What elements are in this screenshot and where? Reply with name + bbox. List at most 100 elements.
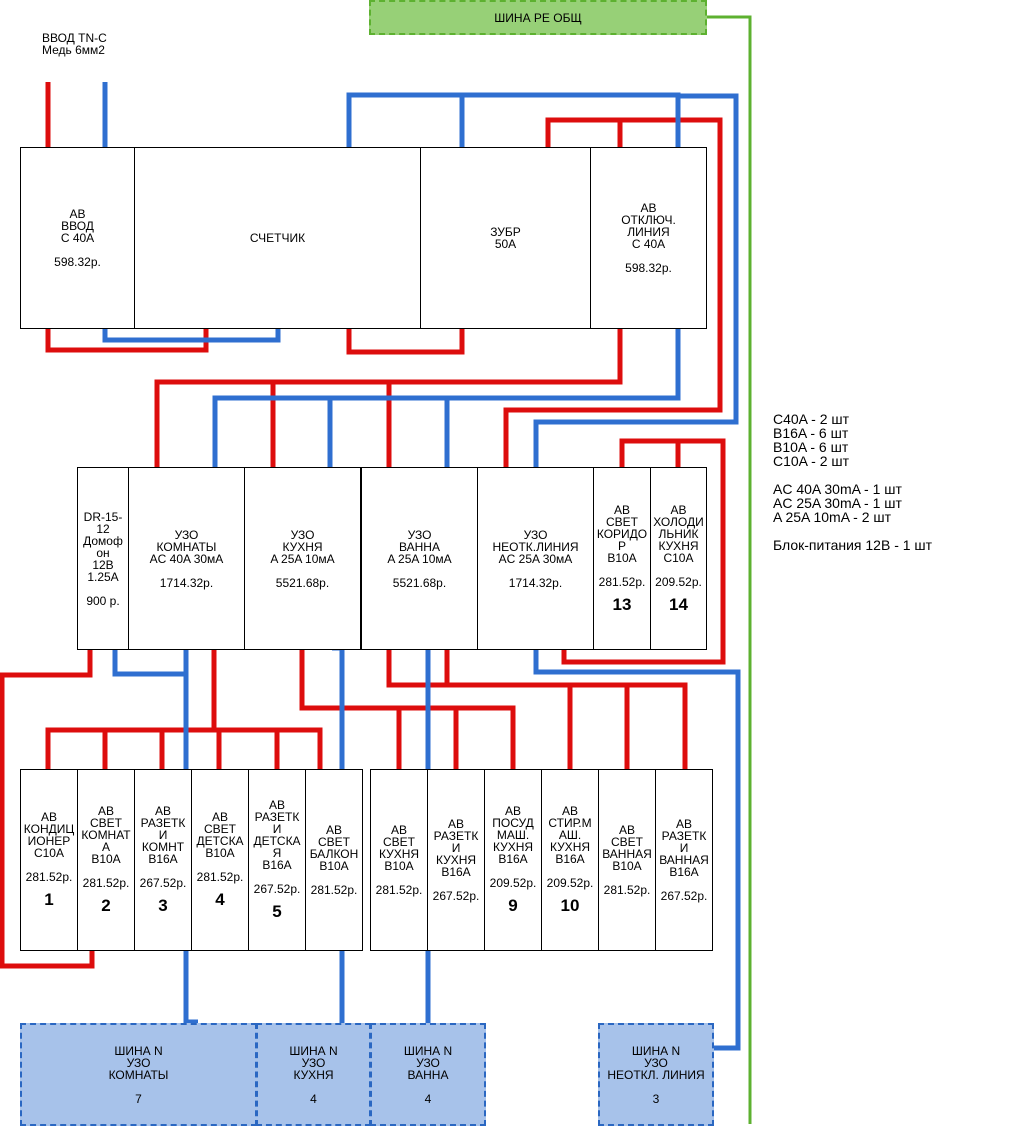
summary-line: AC 25A 30mA - 1 шт (773, 495, 902, 511)
breaker-bath-light[interactable]: АВ СВЕТ ВАННАЯ B10A 281.52р. (598, 769, 656, 951)
breaker-kitchen-sockets[interactable]: АВ РАЗЕТК И КУХНЯ B16A 267.52р. (427, 769, 485, 951)
n-bus-label: ШИНА N УЗО КУХНЯ (289, 1043, 338, 1082)
summary-spacer (773, 468, 932, 482)
rcd-kitchen[interactable]: УЗО КУХНЯ A 25A 10мА 5521.68р. (244, 467, 361, 650)
breaker-price: 281.52р. (196, 870, 244, 884)
breaker-label: АВ СВЕТ КОМНАТ А B10A (81, 804, 131, 866)
breaker-number: 4 (215, 890, 225, 909)
summary-line: A 25A 10mA - 2 шт (773, 509, 892, 525)
breaker-conditioner[interactable]: АВ КОНДИЦ ИОНЕР C10A 281.52р. 1 (20, 769, 78, 951)
n-bus-kitchen[interactable]: ШИНА N УЗО КУХНЯ 4 (256, 1023, 371, 1126)
breaker-label: АВ СВЕТ ВАННАЯ B10A (602, 823, 652, 873)
breaker-price: 281.52р. (375, 883, 423, 897)
breaker-price: 281.52р. (598, 574, 646, 589)
breaker-label: АВ РАЗЕТК И КОМНТ B16A (140, 804, 186, 866)
breaker-number: 14 (669, 594, 688, 614)
summary-line: AC 40A 30mA - 1 шт (773, 481, 902, 497)
breaker-label: АВ ВВОД С 40А (60, 207, 95, 245)
breaker-number: 2 (101, 896, 111, 915)
breaker-number: 13 (612, 594, 632, 614)
rcd-label: УЗО НЕОТК.ЛИНИЯ AC 25A 30мА (492, 527, 579, 566)
breaker-price: 598.32р. (54, 255, 101, 269)
meter-label: СЧЕТЧИК (249, 231, 306, 245)
breaker-price: 267.52р. (432, 889, 480, 903)
breaker-price: 209.52р. (546, 876, 594, 890)
n-bus-count: 3 (652, 1091, 660, 1106)
neutral-wire-disc-loop (533, 93, 739, 468)
summary-line: B10A - 6 шт (773, 439, 849, 455)
power-supply-unit[interactable]: DR-15- 12 Домоф он 12В 1.25А 900 р. (77, 467, 129, 650)
breaker-balcony-light[interactable]: АВ СВЕТ БАЛКОН B10A 281.52р. (305, 769, 363, 951)
breaker-label: АВ СТИР.М АШ. КУХНЯ B16A (548, 804, 592, 866)
rcd-rooms[interactable]: УЗО КОМНАТЫ AC 40A 30мА 1714.32р. (128, 467, 245, 650)
breaker-label: АВ РАЗЕТК И ДЕТСКА Я B16A (253, 798, 301, 872)
neutral-wire-meter-to-zubr (346, 92, 681, 148)
phase-wire-to-corridor-fridge (561, 438, 726, 665)
breaker-kitchen-light[interactable]: АВ СВЕТ КУХНЯ B10A 281.52р. (370, 769, 428, 951)
breaker-price: 209.52р. (655, 574, 702, 589)
psu-label: DR-15- 12 Домоф он 12В 1.25А (83, 509, 123, 584)
rcd-price: 1714.32р. (508, 575, 563, 590)
rcd-neotkl-line[interactable]: УЗО НЕОТК.ЛИНИЯ AC 25A 30мА 1714.32р. (477, 467, 594, 650)
breaker-label: АВ ОТКЛЮЧ. ЛИНИЯ С 40А (621, 201, 676, 251)
breaker-label: АВ СВЕТ КУХНЯ B10A (378, 823, 420, 873)
summary-line: Блок-питания 12В - 1 шт (773, 537, 933, 553)
neutral-wire-ab-to-meter (102, 328, 281, 343)
phase-wire-meter-to-zubr (346, 328, 465, 355)
breaker-price: 281.52р. (82, 876, 130, 890)
rcd-price: 5521.68р. (275, 575, 330, 590)
rcd-label: УЗО КОМНАТЫ AC 40A 30мА (149, 527, 224, 566)
breaker-label: АВ РАЗЕТК И КУХНЯ B16A (433, 817, 479, 879)
breaker-price: 598.32р. (625, 261, 672, 275)
parts-summary: C40A - 2 шт B16A - 6 шт B10A - 6 шт C10A… (773, 412, 932, 552)
breaker-price: 209.52р. (489, 876, 537, 890)
n-bus-neotkl-line[interactable]: ШИНА N УЗО НЕОТКЛ. ЛИНИЯ 3 (598, 1023, 714, 1126)
breaker-child-light[interactable]: АВ СВЕТ ДЕТСКА B10A 281.52р. 4 (191, 769, 249, 951)
n-bus-rooms[interactable]: ШИНА N УЗО КОМНАТЫ 7 (20, 1023, 257, 1126)
summary-line: C10A - 2 шт (773, 453, 850, 469)
input-note-line2: Медь 6мм2 (42, 43, 105, 57)
electric-meter[interactable]: СЧЕТЧИК (134, 147, 421, 329)
n-bus-label: ШИНА N УЗО КОМНАТЫ (108, 1043, 169, 1082)
breaker-room-sockets[interactable]: АВ РАЗЕТК И КОМНТ B16A 267.52р. 3 (134, 769, 192, 951)
pe-bus: ШИНА PE ОБЩ (369, 0, 707, 35)
psu-price: 900 р. (86, 593, 120, 608)
rcd-price: 5521.68р. (392, 575, 447, 590)
summary-line: C40A - 2 шт (773, 411, 850, 427)
breaker-price: 267.52р. (253, 882, 301, 896)
phase-wire-rooms-bus (214, 727, 323, 770)
breaker-price: 281.52р. (603, 883, 651, 897)
breaker-bath-sockets[interactable]: АВ РАЗЕТК И ВАННАЯ B16A 267.52р. (655, 769, 713, 951)
breaker-fridge[interactable]: АВ ХОЛОДИ ЛЬНИК КУХНЯ C10A 209.52р. 14 (650, 467, 707, 650)
pe-bus-label: ШИНА PE ОБЩ (494, 10, 582, 25)
phase-wire-zubr-to-disc (503, 117, 723, 468)
rcd-bath[interactable]: УЗО ВАННА A 25A 10мА 5521.68р. (361, 467, 478, 650)
zubr-label: ЗУБР 50А (490, 225, 521, 251)
breaker-child-sockets[interactable]: АВ РАЗЕТК И ДЕТСКА Я B16A 267.52р. 5 (248, 769, 306, 951)
breaker-input[interactable]: АВ ВВОД С 40А 598.32р. (20, 147, 135, 329)
n-bus-label: ШИНА N УЗО НЕОТКЛ. ЛИНИЯ (607, 1043, 705, 1082)
breaker-dishwasher[interactable]: АВ ПОСУД МАШ. КУХНЯ B16A 209.52р. 9 (484, 769, 542, 951)
breaker-room-light[interactable]: АВ СВЕТ КОМНАТ А B10A 281.52р. 2 (77, 769, 135, 951)
breaker-label: АВ ХОЛОДИ ЛЬНИК КУХНЯ C10A (653, 502, 704, 565)
pe-wire (706, 15, 752, 1124)
breaker-washing-machine[interactable]: АВ СТИР.М АШ. КУХНЯ B16A 209.52р. 10 (541, 769, 599, 951)
voltage-relay-zubr[interactable]: ЗУБР 50А (420, 147, 591, 329)
summary-spacer (773, 524, 932, 538)
phase-wire-bath-out (386, 648, 450, 688)
breaker-number: 5 (272, 902, 282, 921)
breaker-number: 9 (508, 896, 518, 915)
phase-wire-rooms-out (45, 648, 217, 770)
phase-wire-kitchen-out (299, 648, 516, 770)
breaker-corridor-light[interactable]: АВ СВЕТ КОРИДО Р B10A 281.52р. 13 (593, 467, 651, 650)
breaker-price: 281.52р. (25, 870, 73, 884)
breaker-label: АВ СВЕТ БАЛКОН B10A (309, 823, 359, 873)
breaker-disconnect-line[interactable]: АВ ОТКЛЮЧ. ЛИНИЯ С 40А 598.32р. (590, 147, 707, 329)
phase-wire-bath-bus (389, 682, 688, 770)
neutral-wire-to-n-neotkl (533, 648, 741, 1051)
rcd-label: УЗО КУХНЯ A 25A 10мА (270, 527, 335, 566)
n-bus-bath[interactable]: ШИНА N УЗО ВАННА 4 (370, 1023, 486, 1126)
breaker-number: 1 (44, 890, 54, 909)
